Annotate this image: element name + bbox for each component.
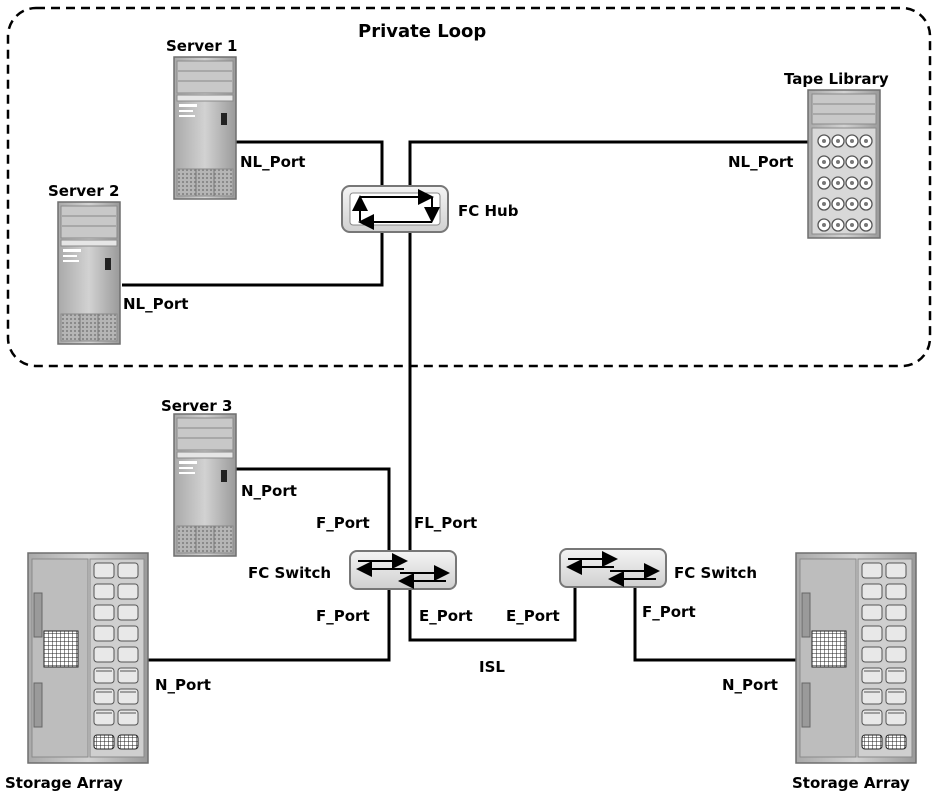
server1-port-label: NL_Port [240, 153, 306, 171]
storage-array-right-label: Storage Array [792, 774, 910, 792]
server2-port-label: NL_Port [123, 295, 189, 313]
server3-port-label: N_Port [241, 482, 297, 500]
fc-hub-icon [341, 185, 449, 233]
storage-array-right-icon [795, 552, 917, 764]
wire-isl [408, 585, 577, 642]
wire-switch-storage-right [633, 585, 796, 662]
switch-left-f-port-top-label: F_Port [316, 514, 370, 532]
server3-icon [173, 413, 237, 557]
wire-tape-hub [408, 140, 808, 190]
fc-switch-right-label: FC Switch [674, 564, 758, 582]
private-loop-boundary [6, 6, 932, 368]
fc-switch-left-label: FC Switch [248, 564, 332, 582]
tape-library-label: Tape Library [784, 70, 889, 88]
switch-right-e-port-label: E_Port [506, 607, 560, 625]
switch-right-f-port-label: F_Port [642, 603, 696, 621]
wire-storage-left-switch [148, 585, 391, 662]
server3-label: Server 3 [161, 397, 233, 415]
server2-icon [57, 201, 121, 345]
server2-label: Server 2 [48, 182, 120, 200]
connection-lines [122, 140, 808, 662]
server1-label: Server 1 [166, 37, 238, 55]
fc-switch-left-icon [350, 551, 456, 589]
storage-array-left-icon [27, 552, 149, 764]
tape-library-icon [807, 89, 881, 239]
tape-port-label: NL_Port [728, 153, 794, 171]
switch-left-e-port-label: E_Port [419, 607, 473, 625]
storage-array-left-label: Storage Array [5, 774, 123, 792]
fc-switch-right-icon [560, 549, 666, 587]
switch-left-f-port-bottom-label: F_Port [316, 607, 370, 625]
storage-right-port-label: N_Port [722, 676, 778, 694]
private-loop-title: Private Loop [358, 21, 487, 42]
wire-server3-switch [236, 467, 391, 553]
wire-server2-hub [122, 232, 384, 287]
wire-server1-hub [236, 140, 384, 190]
switch-left-fl-port-label: FL_Port [414, 514, 478, 532]
fc-hub-label: FC Hub [458, 202, 519, 220]
server1-icon [173, 56, 237, 200]
isl-label: ISL [479, 658, 505, 676]
storage-left-port-label: N_Port [155, 676, 211, 694]
